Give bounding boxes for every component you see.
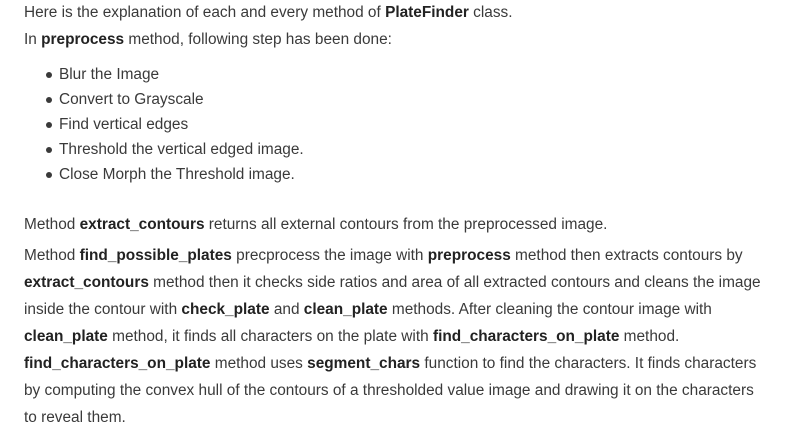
method-name: find_characters_on_plate [24, 355, 211, 372]
list-item-text: Find vertical edges [59, 116, 189, 133]
intro-text: In [24, 31, 42, 48]
preprocess-intro-line: In preprocess method, following step has… [24, 30, 392, 50]
intro-text: method, following step has been done: [124, 31, 392, 48]
paragraph-line: Method find_possible_plates precprocess … [24, 242, 800, 269]
paragraph-line: to reveal them. [24, 404, 800, 431]
list-item: Blur the Image [24, 64, 304, 89]
list-item-text: Close Morph the Threshold image. [59, 166, 295, 183]
list-item-text: Convert to Grayscale [59, 91, 204, 108]
method-name: preprocess [427, 247, 511, 264]
paragraph-line: by computing the convex hull of the cont… [24, 377, 800, 404]
method-name: clean_plate [303, 301, 388, 318]
intro-text: Here is the explanation of each and ever… [24, 4, 386, 21]
method-name: clean_plate [24, 328, 108, 345]
method-name: check_plate [181, 301, 270, 318]
body-text: method. [619, 328, 680, 345]
body-text: precprocess the image with [231, 247, 428, 264]
intro-line: Here is the explanation of each and ever… [24, 3, 513, 23]
body-text: inside the contour with [24, 301, 182, 318]
body-text: Method [24, 247, 80, 264]
body-text: by computing the convex hull of the cont… [24, 382, 754, 399]
list-item: Find vertical edges [24, 114, 304, 139]
list-item: Close Morph the Threshold image. [24, 164, 304, 189]
body-text: method, it finds all characters on the p… [107, 328, 433, 345]
bullet-icon [46, 72, 52, 78]
paragraph-line: clean_plate method, it finds all charact… [24, 323, 800, 350]
method-name: find_characters_on_plate [432, 328, 620, 345]
method-name: extract_contours [24, 274, 149, 291]
bullet-icon [46, 147, 52, 153]
body-text: to reveal them. [24, 409, 126, 426]
body-text: returns all external contours from the p… [204, 216, 608, 233]
preprocess-steps-list: Blur the Image Convert to Grayscale Find… [24, 64, 304, 189]
method-name: preprocess [41, 31, 125, 48]
body-text: methods. After cleaning the contour imag… [387, 301, 712, 318]
find-possible-plates-paragraph: Method find_possible_plates precprocess … [24, 242, 800, 431]
body-text: and [269, 301, 304, 318]
paragraph-line: extract_contours method then it checks s… [24, 269, 800, 296]
extract-contours-paragraph: Method extract_contours returns all exte… [24, 214, 607, 236]
list-item-text: Threshold the vertical edged image. [59, 141, 304, 158]
list-item-text: Blur the Image [59, 66, 160, 83]
body-text: method then extracts contours by [510, 247, 743, 264]
body-text: method uses [210, 355, 308, 372]
bullet-icon [46, 97, 52, 103]
bullet-icon [46, 172, 52, 178]
body-text: function to find the characters. It find… [420, 355, 757, 372]
method-name: find_possible_plates [79, 247, 232, 264]
intro-text: class. [468, 4, 513, 21]
function-name: segment_chars [307, 355, 421, 372]
bullet-icon [46, 122, 52, 128]
class-name: PlateFinder [385, 4, 469, 21]
list-item: Convert to Grayscale [24, 89, 304, 114]
method-name: extract_contours [79, 216, 205, 233]
paragraph-line: inside the contour with check_plate and … [24, 296, 800, 323]
body-text: Method [24, 216, 80, 233]
list-item: Threshold the vertical edged image. [24, 139, 304, 164]
paragraph-line: find_characters_on_plate method uses seg… [24, 350, 800, 377]
body-text: method then it checks side ratios and ar… [148, 274, 761, 291]
